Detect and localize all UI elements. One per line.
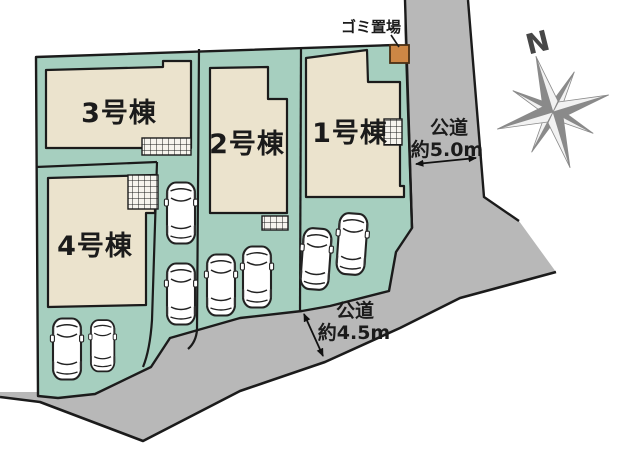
south-road-label-line1: 公道 (336, 299, 374, 322)
building-4-balcony-hatch (127, 174, 159, 210)
garbage-area-marker (389, 44, 410, 64)
building-3-label: 3号棟 (81, 98, 157, 129)
building-1 (304, 48, 406, 199)
lot-divider-3-2 (187, 48, 201, 350)
car-icon (203, 253, 239, 317)
building-2-balcony-hatch (261, 215, 289, 231)
east-road-label-line1: 公道 (430, 116, 468, 139)
east-road-width-arrow (415, 155, 477, 167)
garbage-pointer-line (390, 34, 400, 48)
south-road-label-line2: 約4.5m (318, 321, 390, 344)
building-3 (44, 59, 193, 150)
lot-divider-3-4 (35, 160, 158, 169)
car-icon (163, 262, 199, 326)
building-3-balcony-hatch (141, 137, 192, 156)
car-icon (163, 181, 199, 245)
garbage-area-label: ゴミ置場 (341, 18, 401, 36)
road-surface (0, 0, 556, 441)
compass-rose (497, 56, 609, 168)
lot-divider-4-parking (141, 161, 159, 368)
east-road-left-edge (403, 0, 414, 229)
building-2 (208, 65, 289, 215)
east-road-right-edge (466, 0, 520, 222)
building-1-balcony-hatch (383, 118, 403, 146)
car-icon (296, 226, 336, 292)
lot-divider-2-1 (298, 47, 303, 312)
car-icon (87, 319, 118, 373)
south-road-width-arrow (303, 313, 324, 357)
car-icon (332, 211, 372, 277)
car-icon (49, 317, 85, 381)
compass-north-label: N (522, 24, 553, 62)
building-4-label: 4号棟 (57, 231, 133, 262)
building-1-label: 1号棟 (312, 118, 388, 149)
east-road-label-line2: 約5.0m (411, 138, 483, 161)
south-road-outer-edge (0, 270, 557, 443)
building-2-label: 2号棟 (209, 129, 285, 160)
car-icon (239, 245, 275, 309)
